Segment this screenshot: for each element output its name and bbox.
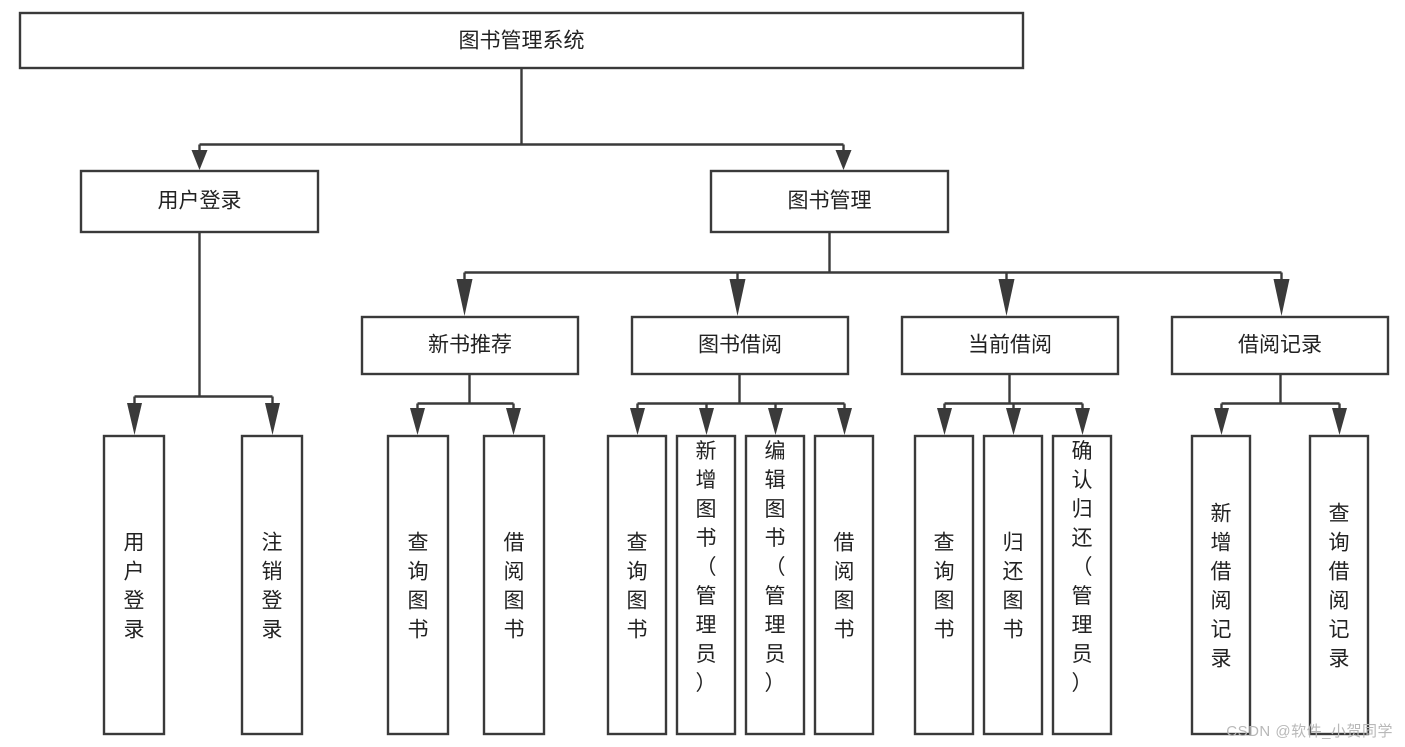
connector-group-root bbox=[191, 68, 852, 170]
node-leaf-confirm-return-admin-label: 确认归还（管理员） bbox=[1072, 440, 1093, 695]
connector-group-borrow-record bbox=[1214, 374, 1347, 435]
connector-group-new-book-recommend bbox=[410, 374, 521, 435]
node-leaf-borrow-book[interactable]: 借阅图书 bbox=[813, 434, 875, 736]
arrow-head-current-borrow bbox=[998, 279, 1015, 316]
leaf-node-group: 用户登录 注销登录 查询图书 借阅图书 查询图书 新增图书（管理员） bbox=[102, 434, 1370, 736]
node-leaf-query-book-borrow-label: 查询图书 bbox=[627, 532, 648, 642]
node-leaf-logout-box[interactable] bbox=[240, 434, 304, 736]
watermark-text: CSDN @软件_小贺同学 bbox=[1226, 723, 1393, 740]
arrow-head-leaf-query-book-cur bbox=[937, 408, 952, 435]
node-leaf-add-borrow-record-box[interactable] bbox=[1190, 434, 1252, 736]
node-leaf-query-book-borrow[interactable]: 查询图书 bbox=[606, 434, 668, 736]
node-leaf-borrow-book-rec[interactable]: 借阅图书 bbox=[482, 434, 546, 736]
node-leaf-confirm-return-admin[interactable]: 确认归还（管理员） bbox=[1051, 434, 1113, 736]
node-leaf-query-book-cur-label: 查询图书 bbox=[934, 532, 955, 642]
arrow-head-leaf-borrow-book bbox=[837, 408, 852, 435]
arrow-head-leaf-add-book-admin bbox=[699, 408, 714, 435]
node-leaf-return-book-label: 归还图书 bbox=[1003, 532, 1024, 642]
arrow-head-leaf-query-book-borrow bbox=[630, 408, 645, 435]
node-book-management[interactable]: 图书管理 bbox=[709, 169, 950, 234]
arrow-head-leaf-logout bbox=[265, 403, 280, 435]
node-user-login[interactable]: 用户登录 bbox=[79, 169, 320, 234]
node-book-management-label: 图书管理 bbox=[788, 190, 872, 213]
arrow-head-leaf-edit-book-admin bbox=[768, 408, 783, 435]
node-leaf-edit-book-admin-label: 编辑图书（管理员） bbox=[765, 440, 786, 695]
node-leaf-borrow-book-rec-label: 借阅图书 bbox=[504, 532, 525, 642]
node-leaf-add-book-admin-label: 新增图书（管理员） bbox=[696, 440, 717, 695]
node-new-book-recommend-box[interactable] bbox=[360, 315, 580, 376]
arrow-head-leaf-add-borrow-record bbox=[1214, 408, 1229, 435]
node-root[interactable]: 图书管理系统 bbox=[18, 11, 1025, 70]
node-borrow-record-box[interactable] bbox=[1170, 315, 1390, 376]
node-leaf-query-borrow-record[interactable]: 查询借阅记录 bbox=[1308, 434, 1370, 736]
node-leaf-query-book-rec-label: 查询图书 bbox=[408, 532, 429, 642]
node-leaf-query-borrow-record-box[interactable] bbox=[1308, 434, 1370, 736]
node-current-borrow-box[interactable] bbox=[900, 315, 1120, 376]
node-leaf-user-login-box[interactable] bbox=[102, 434, 166, 736]
arrow-head-leaf-confirm-return-admin bbox=[1075, 408, 1090, 435]
arrow-head-new-book-recommend bbox=[456, 279, 473, 316]
node-leaf-borrow-book-label: 借阅图书 bbox=[834, 532, 855, 642]
node-leaf-add-borrow-record[interactable]: 新增借阅记录 bbox=[1190, 434, 1252, 736]
arrow-head-user-login bbox=[191, 150, 208, 170]
node-leaf-return-book-box[interactable] bbox=[982, 434, 1044, 736]
node-leaf-user-login-label: 用户登录 bbox=[124, 532, 145, 642]
node-new-book-recommend[interactable]: 新书推荐 bbox=[360, 315, 580, 376]
node-borrow-record[interactable]: 借阅记录 bbox=[1170, 315, 1390, 376]
node-leaf-return-book[interactable]: 归还图书 bbox=[982, 434, 1044, 736]
connector-group-user-login bbox=[127, 232, 280, 435]
node-leaf-edit-book-admin-box[interactable] bbox=[744, 434, 806, 736]
arrow-head-book-borrow bbox=[729, 279, 746, 316]
arrow-head-borrow-record bbox=[1273, 279, 1290, 316]
connector-group-book-borrow bbox=[630, 374, 852, 435]
node-root-box[interactable] bbox=[18, 11, 1025, 70]
node-leaf-query-book-cur-box[interactable] bbox=[913, 434, 975, 736]
connector-group-current-borrow bbox=[937, 374, 1090, 435]
node-borrow-record-label: 借阅记录 bbox=[1238, 334, 1322, 357]
node-book-borrow-box[interactable] bbox=[630, 315, 850, 376]
node-leaf-add-book-admin[interactable]: 新增图书（管理员） bbox=[675, 434, 737, 736]
node-root-label: 图书管理系统 bbox=[459, 30, 585, 53]
arrow-head-leaf-borrow-book-rec bbox=[506, 408, 521, 435]
node-leaf-query-book-rec[interactable]: 查询图书 bbox=[386, 434, 450, 736]
node-leaf-edit-book-admin[interactable]: 编辑图书（管理员） bbox=[744, 434, 806, 736]
node-leaf-user-login[interactable]: 用户登录 bbox=[102, 434, 166, 736]
node-leaf-borrow-book-box[interactable] bbox=[813, 434, 875, 736]
node-current-borrow[interactable]: 当前借阅 bbox=[900, 315, 1120, 376]
node-current-borrow-label: 当前借阅 bbox=[968, 334, 1052, 357]
node-user-login-label: 用户登录 bbox=[158, 190, 242, 213]
node-leaf-query-book-cur[interactable]: 查询图书 bbox=[913, 434, 975, 736]
node-leaf-query-book-rec-box[interactable] bbox=[386, 434, 450, 736]
connector-group-book-management bbox=[456, 232, 1290, 316]
arrow-head-leaf-query-book-rec bbox=[410, 408, 425, 435]
node-leaf-borrow-book-rec-box[interactable] bbox=[482, 434, 546, 736]
arrow-head-leaf-user-login bbox=[127, 403, 142, 435]
node-leaf-query-book-borrow-box[interactable] bbox=[606, 434, 668, 736]
node-leaf-add-book-admin-box[interactable] bbox=[675, 434, 737, 736]
arrow-head-book-management bbox=[835, 150, 852, 170]
arrow-head-leaf-query-borrow-record bbox=[1332, 408, 1347, 435]
node-new-book-recommend-label: 新书推荐 bbox=[428, 334, 512, 357]
node-leaf-query-borrow-record-label: 查询借阅记录 bbox=[1329, 503, 1350, 671]
node-book-borrow[interactable]: 图书借阅 bbox=[630, 315, 850, 376]
arrow-head-leaf-return-book bbox=[1006, 408, 1021, 435]
node-leaf-logout-label: 注销登录 bbox=[262, 532, 283, 642]
node-book-management-box[interactable] bbox=[709, 169, 950, 234]
node-leaf-add-borrow-record-label: 新增借阅记录 bbox=[1211, 503, 1232, 671]
node-leaf-logout[interactable]: 注销登录 bbox=[240, 434, 304, 736]
node-leaf-confirm-return-admin-box[interactable] bbox=[1051, 434, 1113, 736]
node-book-borrow-label: 图书借阅 bbox=[698, 334, 782, 357]
node-user-login-box[interactable] bbox=[79, 169, 320, 234]
